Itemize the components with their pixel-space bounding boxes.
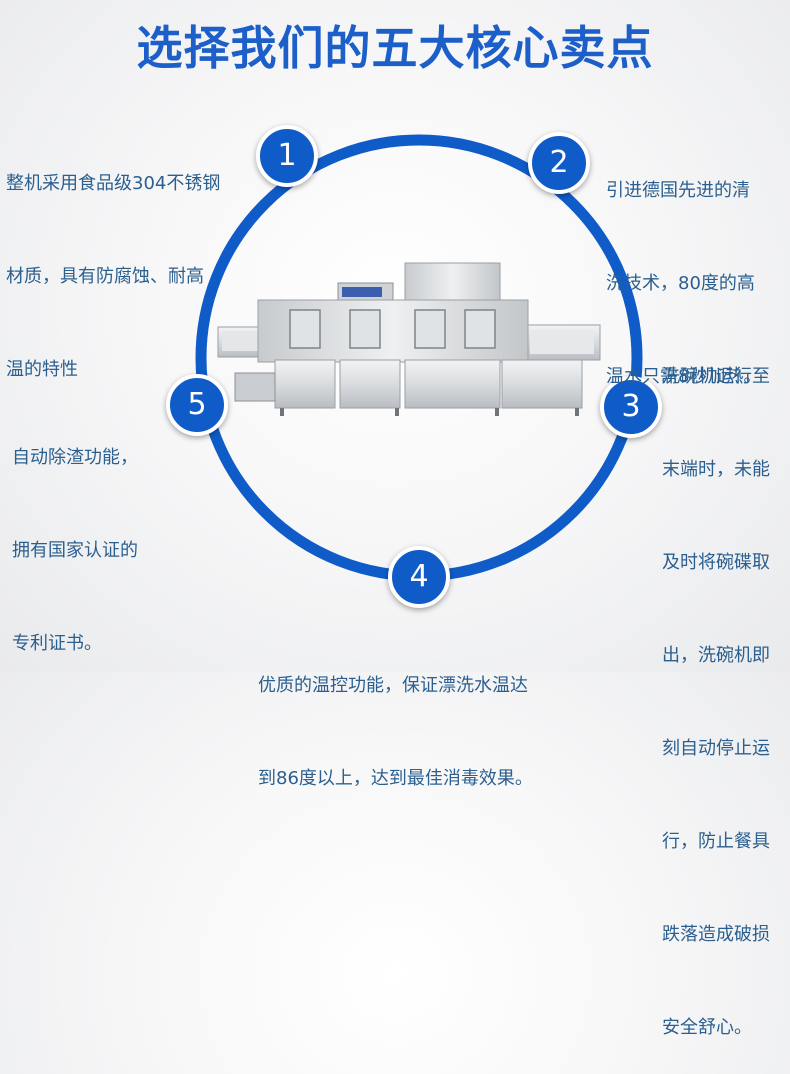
point-4-line: 到86度以上，达到最佳消毒效果。 [258,768,533,789]
point-1-line: 材质，具有防腐蚀、耐高 [6,266,204,287]
point-5-badge: 5 [166,374,228,436]
point-5-line: 自动除渣功能， [12,447,138,468]
point-1-line: 温的特性 [6,359,78,380]
point-3-line: 出，洗碗机即 [662,645,770,666]
point-1-badge: 1 [256,125,318,187]
point-4-line: 优质的温控功能，保证漂洗水温达 [258,675,528,696]
point-3-line: 跌落造成破损 [662,924,770,945]
point-2-line: 洗技术，80度的高 [606,273,755,294]
point-4-text: 优质的温控功能，保证漂洗水温达 到86度以上，达到最佳消毒效果。 [258,608,533,825]
point-2-text: 引进德国先进的清 洗技术，80度的高 温水只需8秒加热。 [606,113,761,423]
point-5-text: 自动除渣功能， 拥有国家认证的 专利证书。 [12,380,138,690]
point-2-line: 引进德国先进的清 [606,180,750,201]
point-3-line: 及时将碗碟取 [662,552,770,573]
point-5-line: 专利证书。 [12,633,102,654]
point-3-line: 行，防止餐具 [662,831,770,852]
point-1-text: 整机采用食品级304不锈钢 材质，具有防腐蚀、耐高 温的特性 [6,106,220,416]
point-3-line: 刻自动停止运 [662,738,770,759]
point-1-line: 整机采用食品级304不锈钢 [6,173,221,194]
point-3-line: 末端时，未能 [662,459,770,480]
point-2-badge: 2 [528,132,590,194]
point-4-badge: 4 [388,546,450,608]
point-3-line: 安全舒心。 [662,1017,752,1038]
point-3-text: 洗碗机运行至 末端时，未能 及时将碗碟取 出，洗碗机即 刻自动停止运 行，防止餐… [662,299,770,1074]
point-3-line: 洗碗机运行至 [662,366,770,387]
dishwasher-machine-image [217,262,601,416]
point-5-line: 拥有国家认证的 [12,540,138,561]
page-title: 选择我们的五大核心卖点 [136,21,654,75]
point-3-badge: 3 [600,376,662,438]
point-2-line: 温水只需8秒加热。 [606,366,762,387]
